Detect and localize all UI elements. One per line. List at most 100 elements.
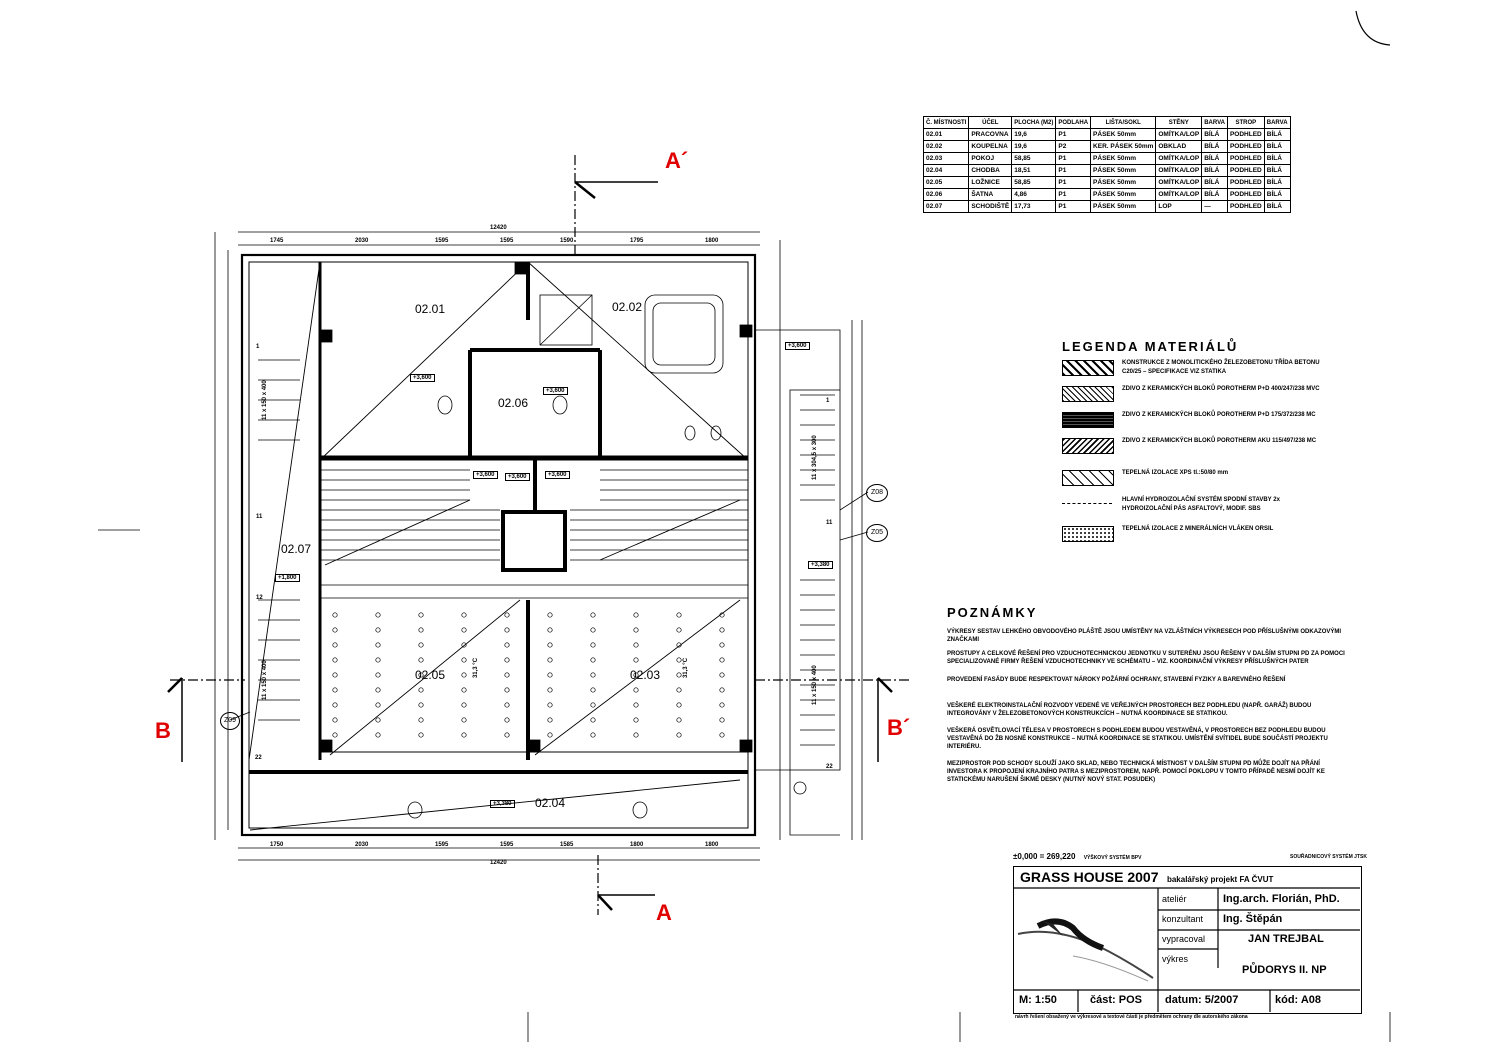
vypracoval-label: vypracoval [1162,934,1206,944]
floor-point [719,672,725,678]
legend-swatch [1062,470,1114,486]
floor-point [676,672,682,678]
level-tag: +3,600 [505,473,530,481]
table-cell: POKOJ [968,152,1013,165]
table-header-cell: LIŠTA/SOKL [1090,116,1157,129]
legend-swatch [1062,438,1114,454]
legend-title: LEGENDA MATERIÁLŮ [1062,339,1239,354]
table-cell: PODHLED [1226,128,1265,141]
table-cell: BÍLÁ [1201,164,1228,177]
temperature-label: 31,3 °C [473,657,480,679]
floor-point [375,627,381,633]
title-block-grid [1013,887,1360,1012]
floor-point [504,717,510,723]
floor-point [504,672,510,678]
detail-tag: Z08 [866,484,888,502]
dimension-label: 1745 [270,238,284,244]
floor-point [676,702,682,708]
floor-point [676,657,682,663]
stair-count: 11 x 150 x 400 [262,380,268,420]
floor-point [719,732,725,738]
floor-point [633,687,639,693]
level-tag: +3,380 [490,800,515,808]
table-cell: BÍLÁ [1201,188,1228,201]
floor-point [418,717,424,723]
table-cell: 02.05 [922,176,970,189]
stair-count: 11 x 150 x 400 [812,665,818,705]
table-cell: 58,85 [1011,176,1057,189]
table-cell: 58,85 [1011,152,1057,165]
table-cell: PÁSEK 50mm [1090,152,1157,165]
atelier-label: ateliér [1162,894,1187,904]
table-cell: PÁSEK 50mm [1090,200,1157,213]
floor-point [676,642,682,648]
room-label: 02.07 [281,542,312,556]
table-cell: BÍLÁ [1201,128,1228,141]
floor-point [418,732,424,738]
floor-point [332,657,338,663]
floor-point [633,627,639,633]
floor-point [461,612,467,618]
section-mark-a-top: A´ [665,148,689,173]
table-cell: LOŽNICE [968,176,1013,189]
level-tag: +3,600 [473,471,498,479]
legend-item: ZDIVO Z KERAMICKÝCH BLOKŮ POROTHERM P+D … [1122,412,1316,418]
step-number: 11 [826,520,833,526]
table-cell: ŠATNA [968,188,1013,201]
floor-point [504,702,510,708]
note-item: PROSTUPY A CELKOVÉ ŘEŠENÍ PRO VZDUCHOTEC… [947,651,1345,665]
legend-item: HLAVNÍ HYDROIZOLAČNÍ SYSTÉM SPODNÍ STAVB… [1122,497,1280,512]
floor-point [418,642,424,648]
room-label: 02.06 [498,396,529,410]
table-header-cell: BARVA [1201,116,1228,129]
floor-point [590,627,596,633]
table-cell: 17,73 [1011,200,1057,213]
table-cell: PODHLED [1226,164,1265,177]
floor-point [504,627,510,633]
floor-point [375,702,381,708]
floor-point [547,657,553,663]
floor-point [461,732,467,738]
floor-point [676,687,682,693]
floor-point [676,732,682,738]
floor-point [461,657,467,663]
table-cell: 02.02 [922,140,970,153]
legend-swatch [1062,526,1114,542]
level-tag: +3,600 [410,374,435,382]
floor-point [590,687,596,693]
dimension-overall-bottom: 12420 [490,860,507,866]
table-cell: BÍLÁ [1263,200,1291,213]
legend-item: TEPELNÁ IZOLACE Z MINERÁLNÍCH VLÁKEN ORS… [1122,526,1274,532]
table-cell: BÍLÁ [1201,152,1228,165]
table-cell: OMÍTKA/LOP [1155,188,1203,201]
legend-swatch [1062,503,1112,504]
note-item: VEŠKERÁ OSVĚTLOVACÍ TĚLESA V PROSTORECH … [947,728,1328,750]
floor-point [590,657,596,663]
konzultant-value: Ing. Štěpán [1223,913,1283,925]
dimension-label: 1750 [270,842,284,848]
table-cell: OBKLAD [1155,140,1203,153]
floor-point [719,717,725,723]
level-tag: +3,380 [808,561,833,569]
elevation-reference: ±0,000 = 269,220 VÝŠKOVÝ SYSTÉM BPV [1013,852,1141,861]
table-cell: BÍLÁ [1263,128,1291,141]
corner-mark [1355,10,1391,46]
floor-point [590,702,596,708]
level-tag: +3,600 [545,471,570,479]
floor-point [676,627,682,633]
copyright-footnote: návrh řešení obsažený ve výkresové a tex… [1015,1014,1248,1020]
table-cell: OMÍTKA/LOP [1155,128,1203,141]
table-cell: OMÍTKA/LOP [1155,176,1203,189]
table-cell: 02.04 [922,164,970,177]
table-cell: PÁSEK 50mm [1090,164,1157,177]
floor-point [590,612,596,618]
floor-point [547,702,553,708]
floor-point [375,672,381,678]
floor-point [375,612,381,618]
legend-swatch [1062,412,1114,428]
